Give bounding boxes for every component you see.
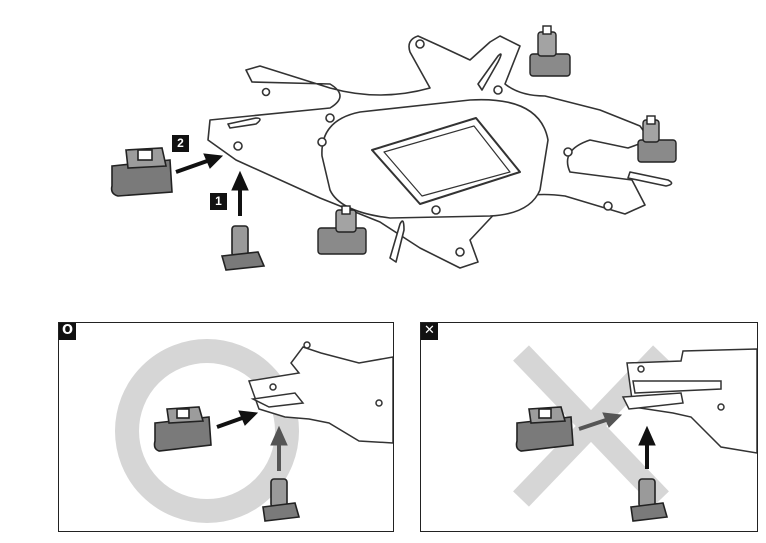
incorrect-marker-icon: ✕ (421, 323, 438, 340)
bracket-assembly-illustration (110, 25, 677, 271)
step-2-badge: 2 (172, 135, 189, 152)
incorrect-illustration (513, 345, 757, 522)
circle-correct-icon (115, 339, 299, 523)
correct-marker-icon: O (59, 323, 76, 340)
correct-illustration (115, 339, 393, 523)
correct-example-panel: O (58, 322, 394, 532)
step-1-badge: 1 (210, 193, 227, 210)
standoff-screw (220, 225, 266, 271)
incorrect-example-panel: ✕ (420, 322, 758, 532)
nut-top-right (529, 25, 571, 77)
insert-screw-arrow (231, 170, 249, 216)
nut-right (637, 115, 677, 163)
insert-nut-arrow (175, 153, 224, 174)
loose-nut (110, 147, 173, 197)
nut-bottom (317, 205, 367, 255)
